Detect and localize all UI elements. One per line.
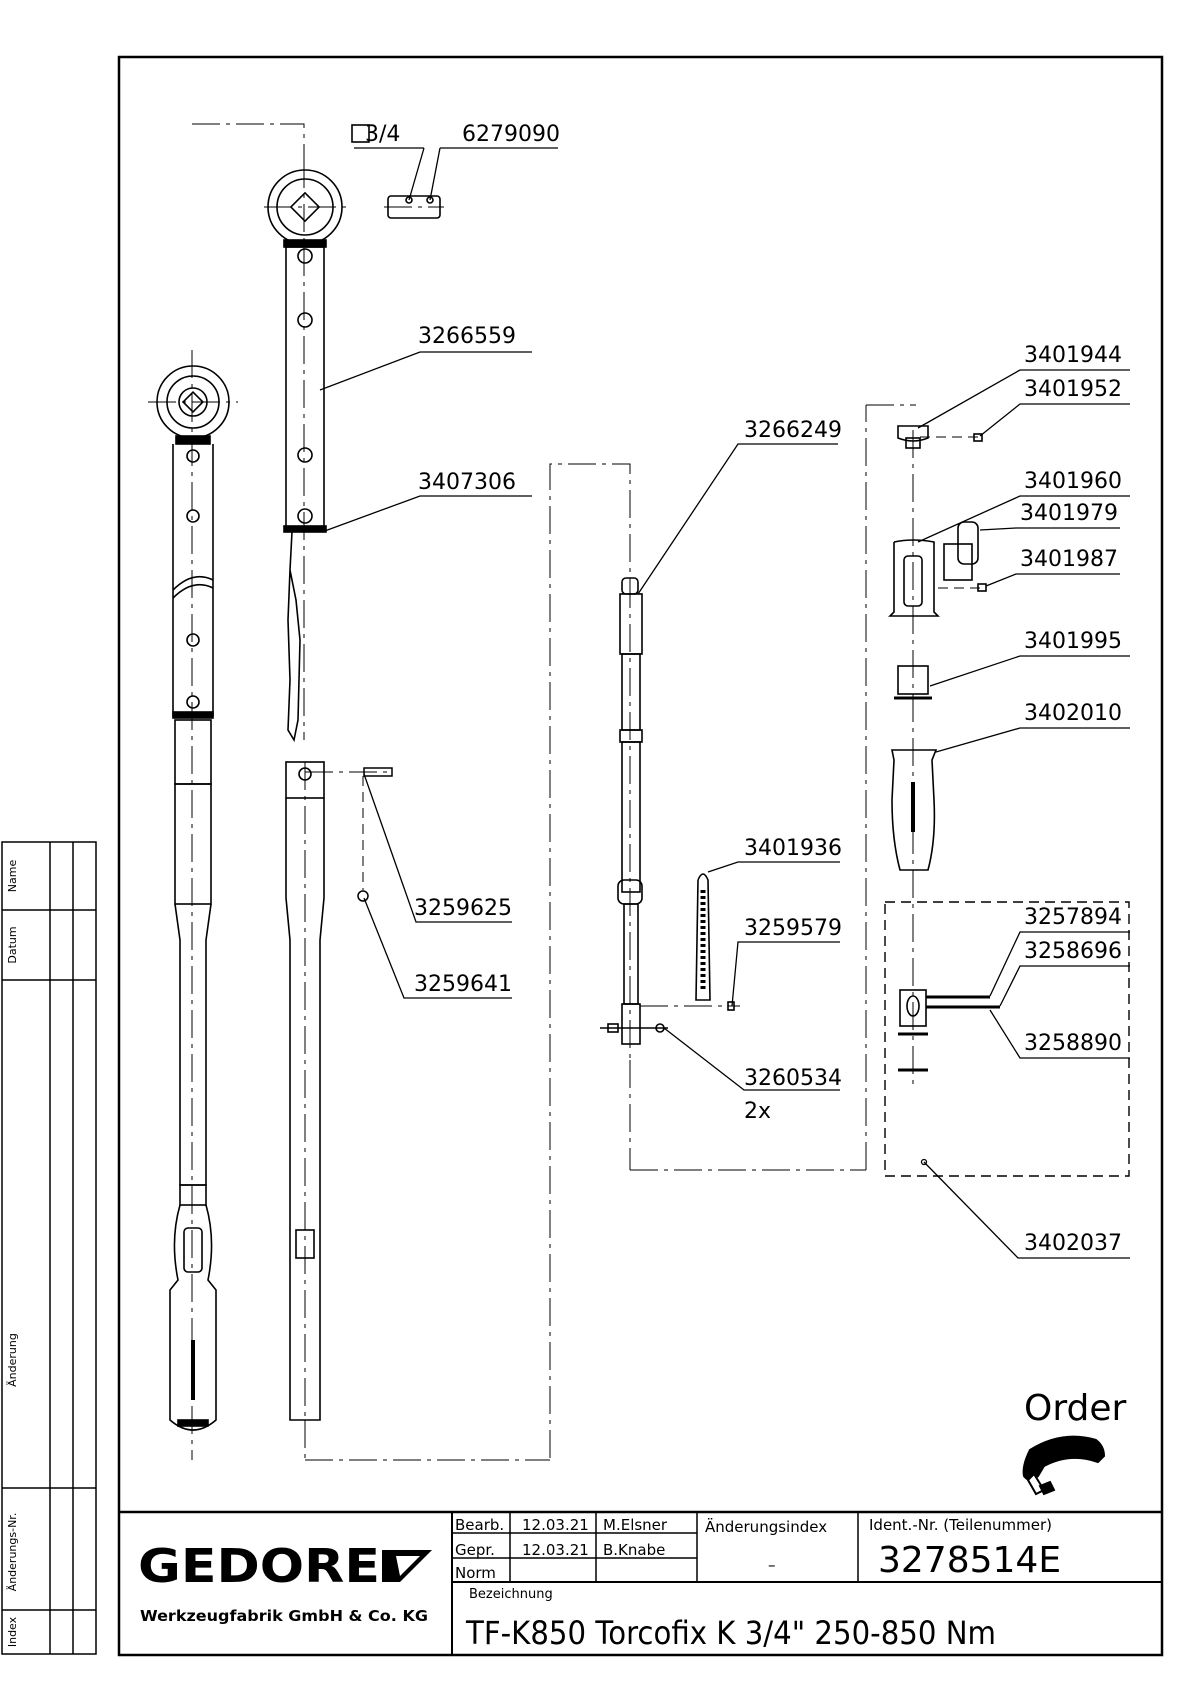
side-label-index: Index (6, 1616, 19, 1647)
inner-mechanism (600, 404, 916, 1171)
label-3401987: 3401987 (1020, 547, 1118, 572)
designation-label: Bezeichnung (469, 1587, 553, 1602)
designation: TF-K850 Torcofix K 3/4" 250-850 Nm (465, 1614, 996, 1652)
label-3258890: 3258890 (1024, 1031, 1122, 1056)
label-3259641: 3259641 (414, 972, 512, 997)
screw-parts (305, 767, 393, 902)
label-3258696: 3258696 (1024, 939, 1122, 964)
label-3401952: 3401952 (1024, 377, 1122, 402)
label-3402037: 3402037 (1024, 1231, 1122, 1256)
side-label-aenderung: Änderung (6, 1333, 19, 1387)
revision-side-table (1, 841, 97, 1655)
label-3257894: 3257894 (1024, 905, 1122, 930)
label-3259625: 3259625 (414, 896, 512, 921)
gepr-label: Gepr. (455, 1541, 495, 1559)
label-qty-3260534: 2x (744, 1099, 771, 1124)
side-label-datum: Datum (6, 926, 19, 963)
change-index-label: Änderungsindex (705, 1517, 827, 1536)
assembled-wrench (148, 350, 238, 1460)
gepr-date: 12.03.21 (522, 1541, 589, 1559)
change-index-value: – (768, 1556, 776, 1574)
label-3266559: 3266559 (418, 324, 516, 349)
norm-label: Norm (455, 1564, 496, 1582)
order-label[interactable]: Order (1024, 1388, 1127, 1429)
gedore-logo: GEDORE (138, 1539, 432, 1593)
brand-name: GEDORE (138, 1539, 380, 1593)
company-name: Werkzeugfabrik GmbH & Co. KG (140, 1607, 428, 1625)
handle-parts (884, 425, 1130, 1177)
phone-handset-icon[interactable] (1022, 1435, 1106, 1496)
bearb-label: Bearb. (455, 1516, 504, 1534)
side-label-name: Name (6, 860, 19, 893)
side-label-aenderungs-nr: Änderungs-Nr. (6, 1513, 19, 1592)
leader-lines (319, 147, 1130, 1259)
label-3401936: 3401936 (744, 836, 842, 861)
square-drive-part (351, 124, 444, 219)
label-3407306: 3407306 (418, 470, 516, 495)
bearb-name: M.Elsner (603, 1516, 668, 1534)
bearb-date: 12.03.21 (522, 1516, 589, 1534)
drawing-frame (117, 55, 1164, 1657)
label-square-drive: 3/4 (365, 122, 400, 147)
label-3266249: 3266249 (744, 418, 842, 443)
gepr-name: B.Knabe (603, 1541, 665, 1559)
label-3401960: 3401960 (1024, 469, 1122, 494)
title-block-lines (119, 1510, 1162, 1655)
label-3401995: 3401995 (1024, 629, 1122, 654)
label-6279090: 6279090 (462, 122, 560, 147)
label-3401979: 3401979 (1020, 501, 1118, 526)
label-3401944: 3401944 (1024, 343, 1122, 368)
label-3402010: 3402010 (1024, 701, 1122, 726)
ident-label: Ident.-Nr. (Teilenummer) (869, 1516, 1052, 1534)
label-3260534: 3260534 (744, 1066, 842, 1091)
ident-number: 3278514E (878, 1540, 1061, 1581)
label-3259579: 3259579 (744, 916, 842, 941)
exploded-tube (192, 123, 631, 1461)
